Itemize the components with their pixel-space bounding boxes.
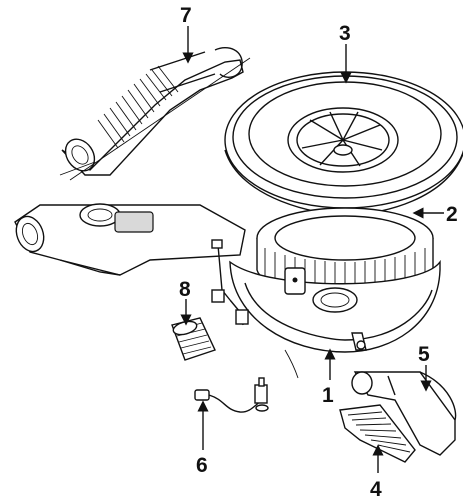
- callout-labels: 3 7 2 8 1 5 4 6: [179, 4, 458, 500]
- part-8-coiled-hose: [171, 317, 216, 361]
- callout-4: 4: [370, 478, 382, 500]
- part-3-cleaner-cover: [224, 71, 463, 216]
- part-5-intake-duct: [351, 371, 457, 456]
- part-4-grille-filter: [339, 404, 416, 463]
- callout-8: 8: [179, 278, 191, 301]
- callout-2: 2: [446, 203, 458, 226]
- callout-1: 1: [322, 384, 334, 407]
- part-6-temperature-sensor: [194, 377, 269, 413]
- callout-3: 3: [339, 22, 351, 45]
- callout-7: 7: [180, 4, 192, 27]
- air-cleaner-housing: [14, 203, 441, 379]
- callout-5: 5: [418, 343, 430, 366]
- callout-6: 6: [196, 454, 208, 477]
- part-7-intake-hose: [59, 47, 251, 181]
- leader-lines: [180, 26, 444, 473]
